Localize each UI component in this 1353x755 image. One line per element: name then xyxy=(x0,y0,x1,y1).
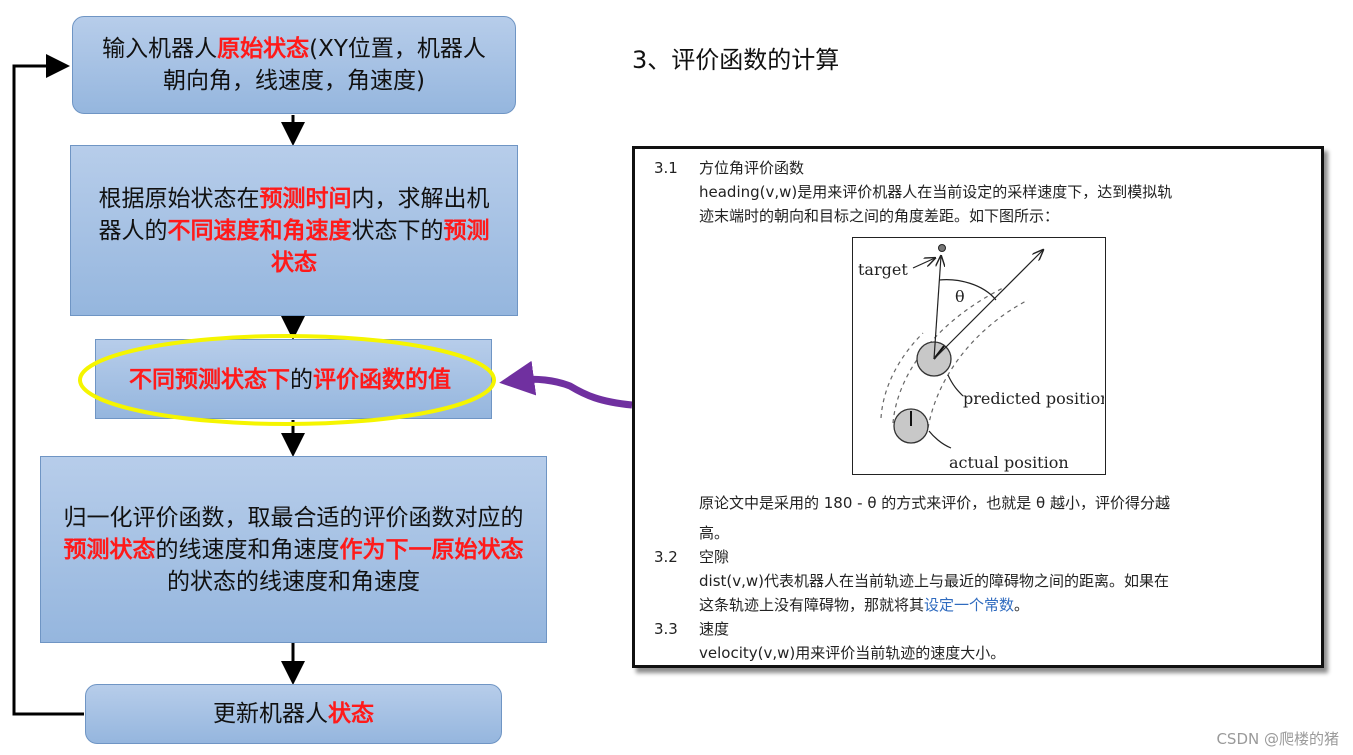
constant-link[interactable]: 设定一个常数 xyxy=(924,596,1015,614)
section-title: 3、评价函数的计算 xyxy=(632,46,840,74)
evaluate-box-label: 不同预测状态下的评价函数的值 xyxy=(129,367,451,393)
section-3-1-line-1: heading(v,w)是用来评价机器人在当前设定的采样速度下，达到模拟轨 xyxy=(699,183,1173,201)
figure-label-theta: θ xyxy=(955,287,965,306)
section-3-2-line-2: 这条轨迹上没有障碍物，那就将其设定一个常数。 xyxy=(699,596,1030,614)
figure-label-actual: actual position xyxy=(949,453,1069,472)
flow-box-normalize: 归一化评价函数，取最合适的评价函数对应的预测状态的线速度和角速度作为下一原始状态… xyxy=(40,456,547,643)
section-3-1-line-2: 迹末端时的朝向和目标之间的角度差距。如下图所示： xyxy=(699,207,1060,225)
section-3-3-title: 速度 xyxy=(699,620,730,638)
section-3-1-title: 方位角评价函数 xyxy=(699,159,805,177)
flow-box-evaluate xyxy=(95,339,492,419)
heading-figure: target θ predicted position actual posit… xyxy=(852,237,1111,475)
feedback-loop-arrow xyxy=(12,54,84,716)
flow-box-input-state: 输入机器人原始状态(XY位置，机器人朝向角，线速度，角速度) xyxy=(72,16,516,114)
section-3-2-line-1: dist(v,w)代表机器人在当前轨迹上与最近的障碍物之间的距离。如果在 xyxy=(699,572,1170,590)
purple-pointer-arrow xyxy=(499,360,633,409)
section-3-1-number: 3.1 xyxy=(654,159,678,177)
section-3-1-after-2: 高。 xyxy=(699,524,730,542)
section-3-3-number: 3.3 xyxy=(654,620,678,638)
flow-box-update-state: 更新机器人状态 xyxy=(85,684,502,744)
section-3-2-number: 3.2 xyxy=(654,548,678,566)
figure-label-predicted: predicted position xyxy=(963,389,1104,408)
section-3-3-line-1: velocity(v,w)用来评价当前轨迹的速度大小。 xyxy=(699,644,1006,662)
flow-box-predict: 根据原始状态在预测时间内，求解出机器人的不同速度和角速度状态下的预测状态 xyxy=(70,145,518,316)
figure-label-target: target xyxy=(858,260,908,279)
watermark: CSDN @爬楼的猪 xyxy=(1216,730,1339,748)
target-point xyxy=(938,244,946,252)
section-3-1-after-1: 原论文中是采用的 180 - θ 的方式来评价，也就是 θ 越小，评价得分越 xyxy=(699,494,1171,512)
paper-excerpt: 3.1 方位角评价函数 heading(v,w)是用来评价机器人在当前设定的采样… xyxy=(632,146,1324,668)
section-3-2-title: 空隙 xyxy=(699,548,730,566)
highlight-ellipse xyxy=(78,334,496,426)
